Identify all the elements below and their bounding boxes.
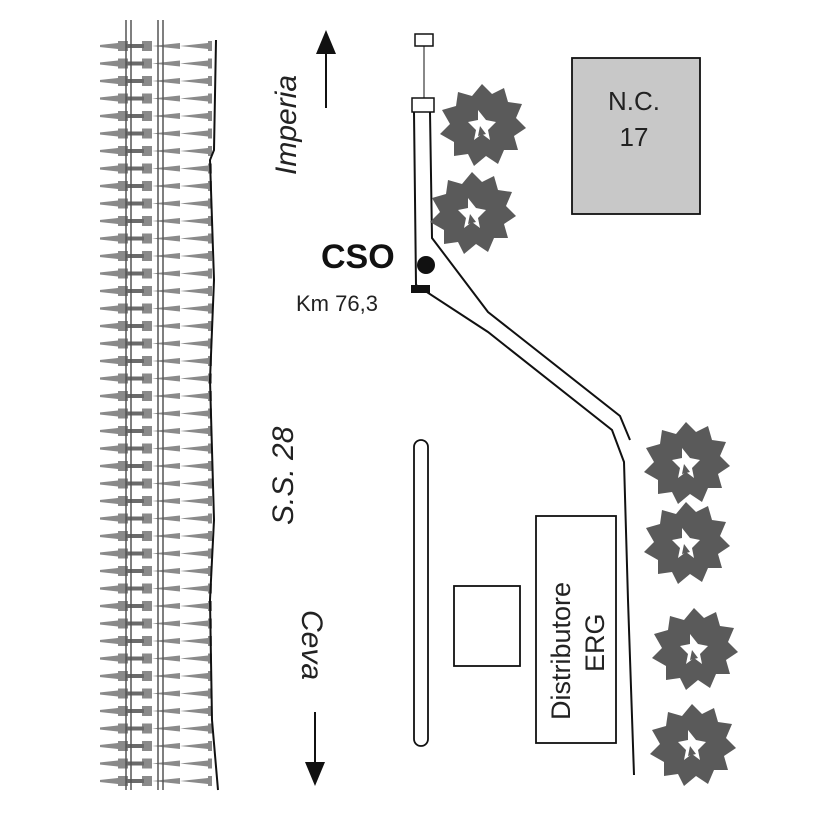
railway-sleepers <box>100 40 212 790</box>
fuel-station-label-line2: ERG <box>580 613 610 672</box>
tree-icon <box>650 704 736 786</box>
signal-box-top <box>414 33 434 47</box>
building-nc17: N.C. 17 <box>571 57 701 215</box>
road-edge-west <box>208 39 219 791</box>
tree-icon <box>644 422 730 504</box>
station-code-label: CSO <box>321 238 395 276</box>
parking-strip <box>413 439 429 747</box>
building-nc17-line2: 17 <box>620 122 649 152</box>
north-destination-label: Imperia <box>270 75 303 175</box>
north-arrow <box>316 30 336 108</box>
railway <box>100 20 212 790</box>
building-nc17-line1: N.C. <box>608 86 660 116</box>
south-destination-label: Ceva <box>295 610 328 680</box>
tree-icon <box>644 502 730 584</box>
fuel-station-building: Distributore ERG <box>535 515 617 744</box>
station-km-label: Km 76,3 <box>296 291 378 316</box>
tree-icon <box>430 172 516 254</box>
signal-box-bottom <box>411 97 435 113</box>
tree-icon <box>652 608 738 690</box>
small-building <box>453 585 521 667</box>
station-marker <box>411 256 435 293</box>
tree-icon <box>440 84 526 166</box>
south-arrow <box>305 712 325 786</box>
fuel-station-label-line1: Distributore <box>546 582 576 720</box>
road-name-label: S.S. 28 <box>267 426 300 525</box>
